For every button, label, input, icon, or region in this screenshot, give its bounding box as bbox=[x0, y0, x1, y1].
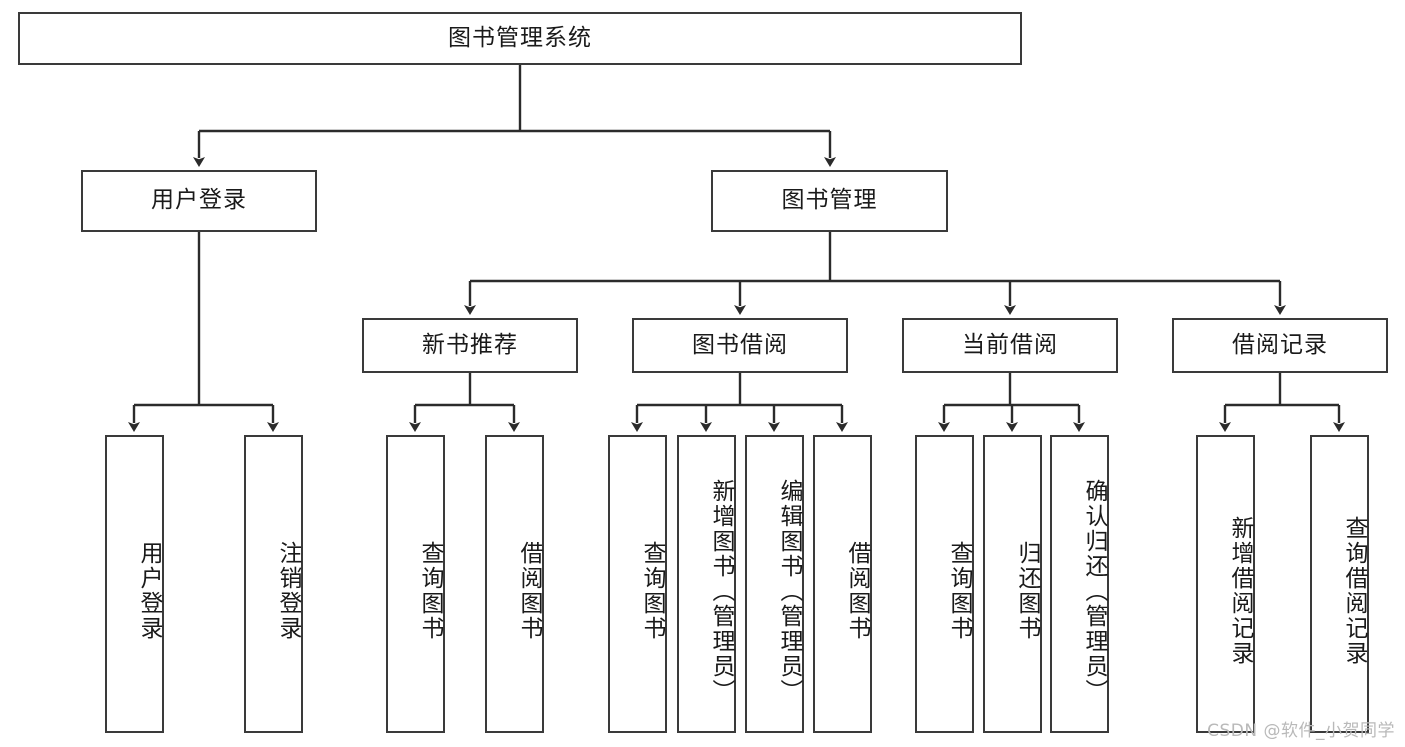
node-label: 编辑图书（管理员） bbox=[776, 478, 802, 704]
node-label: 注销登录 bbox=[275, 541, 301, 641]
node-label: 查询图书 bbox=[946, 541, 972, 641]
leaf-current-borrow-confirm-return-admin[interactable]: 确认归还（管理员） bbox=[1050, 435, 1109, 733]
node-book-management[interactable]: 图书管理 bbox=[711, 170, 948, 232]
leaf-borrow-record-add-record[interactable]: 新增借阅记录 bbox=[1196, 435, 1255, 733]
node-user-login[interactable]: 用户登录 bbox=[81, 170, 317, 232]
node-label: 查询图书 bbox=[639, 541, 665, 641]
node-label: 用户登录 bbox=[136, 541, 162, 641]
leaf-new-book-query-book[interactable]: 查询图书 bbox=[386, 435, 445, 733]
node-label: 图书管理 bbox=[781, 187, 878, 214]
leaf-current-borrow-query-book[interactable]: 查询图书 bbox=[915, 435, 974, 733]
leaf-book-borrow-borrow-book[interactable]: 借阅图书 bbox=[813, 435, 872, 733]
node-new-book-recommend[interactable]: 新书推荐 bbox=[362, 318, 578, 373]
leaf-user-login-logout[interactable]: 注销登录 bbox=[244, 435, 303, 733]
node-label: 图书借阅 bbox=[692, 331, 788, 358]
node-root-book-management-system[interactable]: 图书管理系统 bbox=[18, 12, 1022, 65]
leaf-book-borrow-query-book[interactable]: 查询图书 bbox=[608, 435, 667, 733]
leaf-book-borrow-edit-book-admin[interactable]: 编辑图书（管理员） bbox=[745, 435, 804, 733]
node-label: 借阅记录 bbox=[1232, 331, 1328, 358]
node-label: 当前借阅 bbox=[962, 331, 1058, 358]
node-label: 新书推荐 bbox=[422, 331, 518, 358]
leaf-current-borrow-return-book[interactable]: 归还图书 bbox=[983, 435, 1042, 733]
node-label: 归还图书 bbox=[1014, 541, 1040, 641]
node-label: 新增借阅记录 bbox=[1227, 516, 1253, 666]
leaf-borrow-record-query-record[interactable]: 查询借阅记录 bbox=[1310, 435, 1369, 733]
node-label: 查询借阅记录 bbox=[1341, 516, 1367, 666]
leaf-new-book-borrow-book[interactable]: 借阅图书 bbox=[485, 435, 544, 733]
node-current-borrow[interactable]: 当前借阅 bbox=[902, 318, 1118, 373]
node-label: 用户登录 bbox=[151, 187, 247, 214]
node-book-borrow[interactable]: 图书借阅 bbox=[632, 318, 848, 373]
node-borrow-record[interactable]: 借阅记录 bbox=[1172, 318, 1388, 373]
node-label: 图书管理系统 bbox=[448, 24, 592, 51]
node-label: 查询图书 bbox=[417, 541, 443, 641]
node-label: 借阅图书 bbox=[516, 541, 542, 641]
node-label: 新增图书（管理员） bbox=[708, 478, 734, 704]
node-label: 确认归还（管理员） bbox=[1081, 478, 1107, 704]
node-label: 借阅图书 bbox=[844, 541, 870, 641]
leaf-book-borrow-add-book-admin[interactable]: 新增图书（管理员） bbox=[677, 435, 736, 733]
leaf-user-login-login[interactable]: 用户登录 bbox=[105, 435, 164, 733]
csdn-watermark: CSDN @软件_小贺同学 bbox=[1207, 721, 1395, 741]
